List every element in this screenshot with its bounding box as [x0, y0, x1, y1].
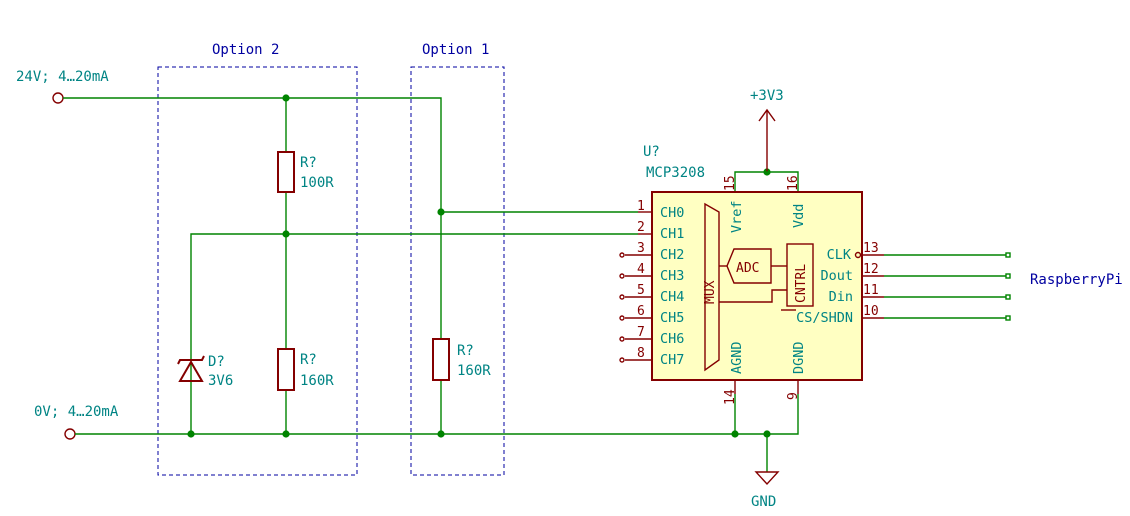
junction-dot	[187, 430, 195, 438]
svg-text:AGND: AGND	[729, 341, 745, 374]
svg-text:R?: R?	[457, 343, 474, 359]
svg-text:5: 5	[637, 283, 645, 298]
svg-text:CH7: CH7	[660, 352, 684, 368]
svg-text:13: 13	[863, 241, 879, 256]
svg-text:1: 1	[637, 199, 645, 214]
svg-text:15: 15	[723, 175, 738, 191]
junction-dot	[731, 430, 739, 438]
mux-block	[704, 202, 720, 372]
svg-text:Dout: Dout	[820, 268, 853, 284]
net-0v	[75, 394, 799, 472]
svg-text:4: 4	[637, 262, 645, 277]
svg-text:DGND: DGND	[791, 341, 807, 374]
mcp3208-ic: U? MCP3208 15 16 Vref Vdd 14 9 AGND DGND…	[619, 144, 884, 405]
svg-text:CLK: CLK	[827, 247, 852, 263]
cntrl-block	[786, 243, 814, 307]
svg-text:D?: D?	[208, 354, 225, 370]
ground-symbol: GND	[751, 471, 780, 510]
terminal-top	[52, 92, 64, 104]
svg-text:Vref: Vref	[729, 200, 745, 233]
svg-text:R?: R?	[300, 155, 317, 171]
svg-text:160R: 160R	[300, 373, 334, 389]
svg-text:MUX: MUX	[703, 280, 718, 304]
svg-text:9: 9	[786, 392, 801, 400]
svg-text:11: 11	[863, 283, 879, 298]
svg-text:7: 7	[637, 325, 645, 340]
svg-text:3: 3	[637, 241, 645, 256]
input-bottom-label: 0V; 4…20mA	[34, 404, 119, 420]
ic-part: MCP3208	[646, 165, 705, 181]
svg-text:CH1: CH1	[660, 226, 684, 242]
option1-title: Option 1	[422, 42, 489, 58]
svg-text:16: 16	[786, 175, 801, 191]
svg-text:CS/SHDN: CS/SHDN	[796, 310, 853, 326]
junction-dot	[437, 208, 445, 216]
option1-box	[410, 66, 505, 476]
svg-text:CNTRL: CNTRL	[794, 264, 809, 303]
svg-text:8: 8	[637, 346, 645, 361]
power-3v3-symbol: +3V3	[734, 88, 799, 192]
svg-text:12: 12	[863, 262, 879, 277]
svg-text:Vdd: Vdd	[791, 204, 807, 228]
svg-text:160R: 160R	[457, 363, 491, 379]
svg-text:CH6: CH6	[660, 331, 684, 347]
svg-text:100R: 100R	[300, 175, 334, 191]
svg-text:CH5: CH5	[660, 310, 684, 326]
junction-dot	[437, 430, 445, 438]
svg-text:GND: GND	[751, 494, 776, 510]
svg-text:3V6: 3V6	[208, 373, 233, 389]
resistor-100r: R? 100R	[277, 151, 334, 193]
net-24v	[63, 97, 638, 213]
option2-box	[157, 66, 358, 476]
junction-dot	[282, 230, 290, 238]
input-top-label: 24V; 4…20mA	[16, 69, 109, 85]
svg-text:14: 14	[723, 389, 738, 405]
zener-diode: D? 3V6	[177, 354, 233, 389]
raspberrypi-label: RaspberryPi	[1030, 272, 1123, 288]
junction-dot	[282, 94, 290, 102]
svg-text:CH0: CH0	[660, 205, 684, 221]
resistor-160r-option1: R? 160R	[432, 338, 491, 381]
svg-text:6: 6	[637, 304, 645, 319]
svg-text:ADC: ADC	[736, 261, 759, 276]
spi-bus-wires	[884, 252, 1011, 321]
svg-text:2: 2	[637, 220, 645, 235]
svg-text:CH2: CH2	[660, 247, 684, 263]
junctions	[187, 94, 771, 438]
junction-dot	[763, 430, 771, 438]
junction-dot	[282, 430, 290, 438]
svg-text:R?: R?	[300, 352, 317, 368]
ic-ref: U?	[643, 144, 660, 160]
svg-text:+3V3: +3V3	[750, 88, 784, 104]
svg-text:CH4: CH4	[660, 289, 684, 305]
svg-text:Din: Din	[829, 289, 853, 305]
resistor-160r-option2: R? 160R	[277, 348, 334, 391]
net-ch1	[190, 192, 638, 434]
adc-block	[726, 248, 772, 284]
svg-text:CH3: CH3	[660, 268, 684, 284]
terminal-bottom	[64, 428, 76, 440]
svg-text:10: 10	[863, 304, 879, 319]
option2-title: Option 2	[212, 42, 279, 58]
